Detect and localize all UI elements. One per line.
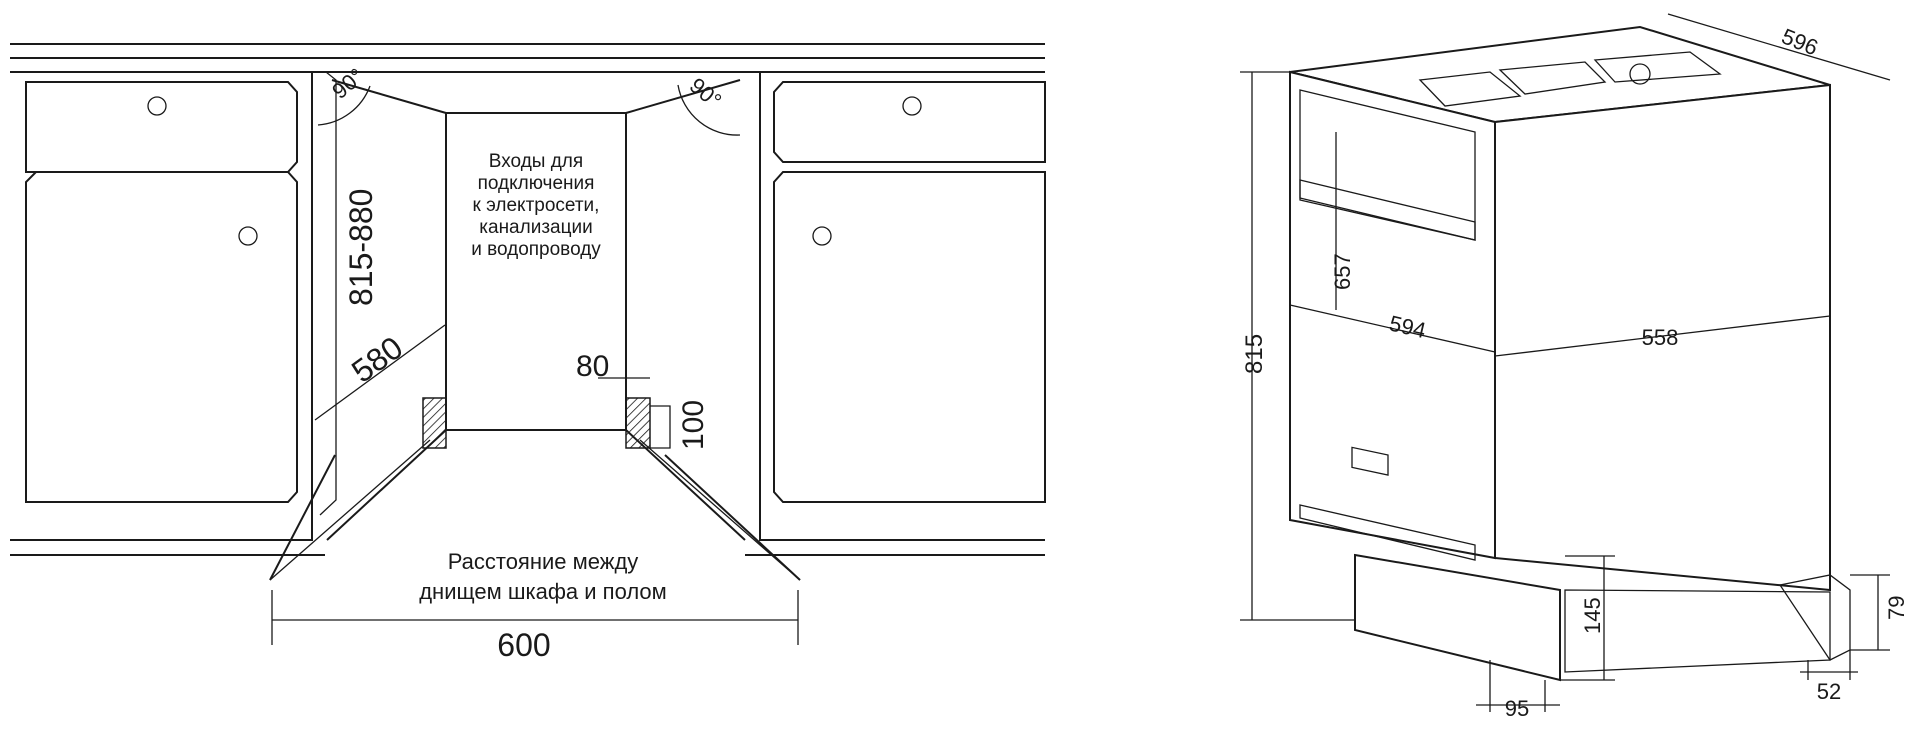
- right-notch-hatch: [625, 397, 651, 449]
- door-handle-slot: [1351, 446, 1389, 476]
- dishwasher-base: [1354, 553, 1561, 682]
- dishwasher-drawing: 815 596 657 594 558 145 95 79 52: [1240, 13, 1909, 721]
- notch-width-label: 80: [576, 350, 609, 383]
- door-bottom-rail: [1299, 504, 1476, 561]
- right-cabinet: [745, 72, 1046, 556]
- leg-height-label: 145: [1580, 597, 1605, 634]
- door-height-label: 657: [1330, 253, 1355, 290]
- left-cabinet: [10, 71, 337, 556]
- floor-note-line-1: Расстояние между: [448, 549, 639, 574]
- rear-step-depth-label: 52: [1817, 679, 1841, 704]
- drawer-knob-left: [147, 96, 167, 116]
- inlet-note-line-4: канализации: [479, 217, 592, 238]
- dishwasher-front: [1289, 70, 1496, 560]
- door-knob-right: [812, 226, 832, 246]
- floor-note: Расстояние между днищем шкафа и полом: [419, 549, 667, 604]
- niche-width-label: 600: [497, 627, 550, 663]
- niche-height-label: 815-880: [343, 189, 379, 306]
- depth-label: 596: [1778, 23, 1821, 60]
- inlet-note-line-5: и водопроводу: [471, 239, 601, 260]
- inlet-note-line-1: Входы для: [489, 151, 583, 172]
- angle-left-label: 90°: [327, 63, 369, 104]
- total-height-label: 815: [1241, 334, 1268, 374]
- notch-height-label: 100: [677, 400, 710, 450]
- inlet-note-line-3: к электросети,: [473, 195, 600, 216]
- left-notch-hatch: [422, 397, 447, 449]
- countertop: [10, 43, 1045, 73]
- door-top-rail: [1299, 179, 1476, 241]
- door-knob-left: [238, 226, 258, 246]
- drawer-knob-right: [902, 96, 922, 116]
- niche-walls: [269, 79, 801, 581]
- niche-depth-label: 580: [345, 329, 409, 390]
- inlet-note: Входы для подключения к электросети, кан…: [471, 151, 601, 260]
- inlet-note-line-2: подключения: [478, 173, 595, 194]
- angle-right-label: 90°: [685, 73, 727, 114]
- rear-step-height-label: 79: [1884, 596, 1909, 620]
- side-depth-label: 558: [1642, 325, 1679, 350]
- cabinet-niche-drawing: 90° 90° 815-880 580 Входы для подключени…: [10, 43, 1046, 663]
- leg-offset-label: 95: [1505, 696, 1529, 721]
- floor-note-line-2: днищем шкафа и полом: [419, 579, 667, 604]
